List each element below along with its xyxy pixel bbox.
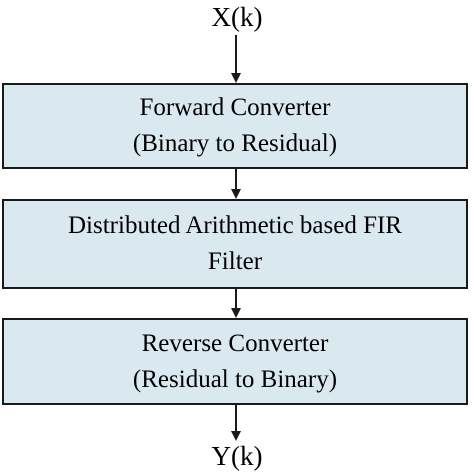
arrowhead-filter-to-reverse [231, 308, 241, 318]
forward-converter-title: Forward Converter [139, 94, 331, 121]
forward-converter-subtitle: (Binary to Residual) [132, 130, 338, 157]
arrowhead-reverse-to-output [231, 431, 241, 441]
da-fir-filter-subtitle: Filter [207, 248, 263, 275]
da-fir-filter-block: Distributed Arithmetic based FIR Filter [2, 199, 468, 289]
arrowhead-input-to-forward [231, 73, 241, 83]
input-signal-label: X(k) [211, 2, 263, 32]
da-fir-filter-title: Distributed Arithmetic based FIR [68, 212, 402, 239]
reverse-converter-subtitle: (Residual to Binary) [132, 365, 338, 393]
reverse-converter-title: Reverse Converter [141, 329, 329, 357]
output-signal-label: Y(k) [211, 441, 263, 471]
reverse-converter-block: Reverse Converter (Residual to Binary) [2, 318, 468, 405]
arrowhead-forward-to-filter [231, 189, 241, 199]
forward-converter-block: Forward Converter (Binary to Residual) [2, 83, 468, 169]
